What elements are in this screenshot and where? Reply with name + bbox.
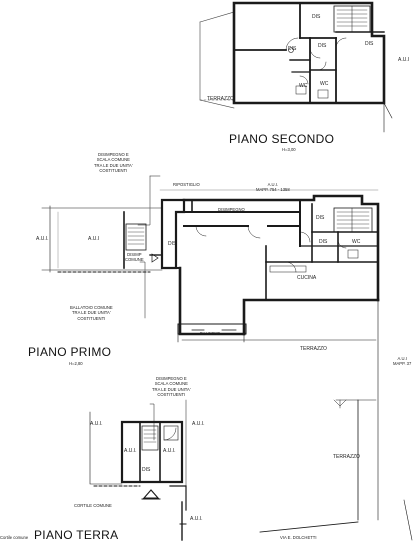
second-floor-plan <box>199 1 393 133</box>
floor-height-first: H=2,80 <box>69 361 83 366</box>
aui-label: A.U.I. <box>190 516 203 522</box>
room-terrazzo-label: TERRAZZO <box>300 346 327 352</box>
room-disimp-comune-label: DISIMP COMUNE <box>125 252 144 263</box>
first-floor-plan <box>41 175 380 521</box>
aui-label: A.U.I. <box>36 236 49 242</box>
common-balcony-note: BALLATOIO COMUNE TRA LE DUE UNITA' COSTI… <box>70 305 113 321</box>
ground-floor-plan <box>89 399 413 541</box>
courtyard-note: Cortile comune <box>0 535 29 540</box>
floor-height-second: H=3,00 <box>282 147 296 152</box>
room-dis-label: DIS <box>319 239 328 245</box>
room-dis-label: DIS <box>288 46 297 52</box>
room-wc-label: WC <box>352 239 361 245</box>
common-stair-note: DISIMPEGNO E SCALA COMUNE TRA LE DUE UNI… <box>152 376 191 397</box>
room-cucina-label: CUCINA <box>297 275 317 281</box>
room-dis-label: DIS <box>168 241 177 247</box>
room-wc-label: WC <box>299 83 308 89</box>
room-balcone-label: BALCONE <box>200 331 221 336</box>
room-ripostiglio-label: RIPOSTIGLIO <box>173 182 200 187</box>
aui-label: A.U.I. <box>163 448 176 454</box>
room-dis-label: DIS <box>142 467 151 473</box>
aui-label: A.U.I. <box>90 421 103 427</box>
room-dis-label: DIS <box>318 43 327 49</box>
room-dis-label: DIS <box>312 14 321 20</box>
floor-title-ground: PIANO TERRA <box>34 528 119 542</box>
room-terrazzo-label: TERRAZZO <box>333 454 360 460</box>
aui-mapp-label: A.U.I. MAPP. 754 - 1358 <box>256 182 290 193</box>
room-terrazzo-label: TERRAZZO <box>207 96 234 102</box>
cortile-comune-label: CORTILE COMUNE <box>74 503 112 508</box>
room-wc-label: WC <box>320 81 329 87</box>
aui-label: A.U.I. <box>124 448 137 454</box>
room-disimpegno-label: DISIMPEGNO <box>218 207 245 212</box>
room-dis-label: DIS <box>365 41 374 47</box>
room-dis-label: DIS <box>316 215 325 221</box>
aui-label: A.U.I. <box>192 421 205 427</box>
floor-title-second: PIANO SECONDO <box>229 132 335 146</box>
aui-mapp-label: A.U.I MAPP. 37 <box>393 356 412 367</box>
aui-label: A.U.I <box>398 57 410 63</box>
common-stair-note: DISIMPEGNO E SCALA COMUNE TRA LE DUE UNI… <box>94 152 133 173</box>
floor-title-first: PIANO PRIMO <box>28 345 112 359</box>
aui-label: A.U.I <box>88 236 100 242</box>
street-label: VIA E. DOLCHETTI <box>280 535 317 540</box>
